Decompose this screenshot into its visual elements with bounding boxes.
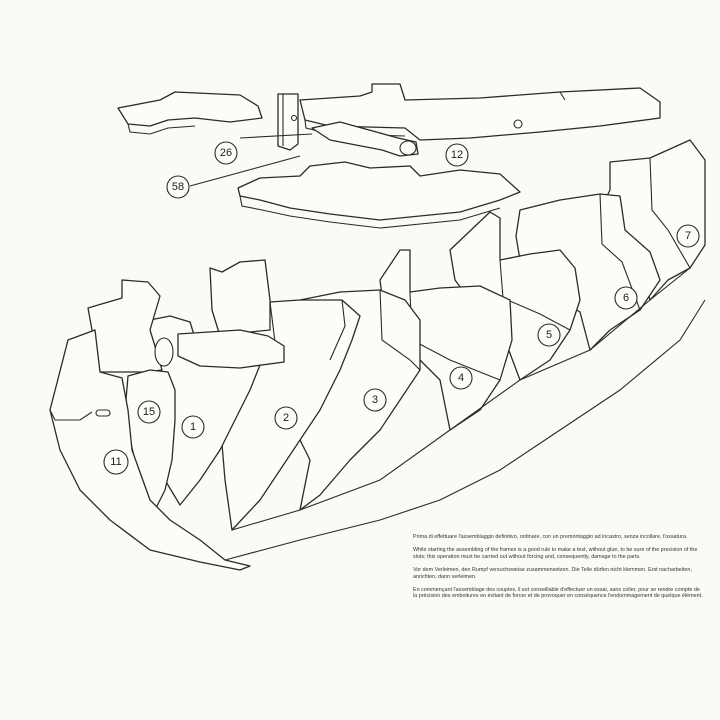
part-callout-2: 2 [274, 406, 298, 430]
instruction-german: Vor dem Verleimen, den Rumpf versuchswei… [413, 567, 692, 580]
part-number-58: 58 [172, 181, 184, 193]
part-number-12: 12 [451, 149, 463, 161]
part-callout-11: 11 [103, 449, 129, 475]
part-number-15: 15 [143, 406, 155, 418]
part-number-26: 26 [220, 147, 232, 159]
part-number-5: 5 [546, 329, 552, 341]
part-callout-7: 7 [676, 224, 700, 248]
part-callout-4: 4 [449, 366, 473, 390]
part-callout-6: 6 [614, 286, 638, 310]
part-callout-58: 58 [166, 175, 190, 199]
instruction-english: While starting the assembling of the fra… [413, 547, 698, 560]
part-callout-5: 5 [537, 323, 561, 347]
part-number-3: 3 [372, 394, 378, 406]
instruction-french: En commençant l'assemblage des couples, … [413, 587, 703, 600]
dowel-part [311, 121, 419, 157]
part-callout-12: 12 [445, 143, 469, 167]
frame-1-upright [209, 259, 271, 337]
assembly-instructions: Prima di effettuare l'assemblaggio defin… [413, 534, 705, 607]
stem-post [87, 279, 163, 373]
part-number-4: 4 [458, 372, 464, 384]
keel-part-upper-right [299, 83, 661, 141]
part-callout-1: 1 [181, 415, 205, 439]
part-number-2: 2 [283, 412, 289, 424]
part-callout-15: 15 [137, 400, 161, 424]
post-part [277, 93, 299, 151]
frame-1-crossbar [177, 329, 285, 369]
part-number-1: 1 [190, 421, 196, 433]
part-number-7: 7 [685, 230, 691, 242]
part-number-11: 11 [110, 456, 121, 468]
part-callout-3: 3 [363, 388, 387, 412]
keel-part-upper-left [117, 91, 263, 127]
deck-plate [237, 161, 521, 221]
part-number-6: 6 [623, 292, 629, 304]
part-callout-26: 26 [214, 141, 238, 165]
instruction-italian: Prima di effettuare l'assemblaggio defin… [413, 534, 688, 540]
